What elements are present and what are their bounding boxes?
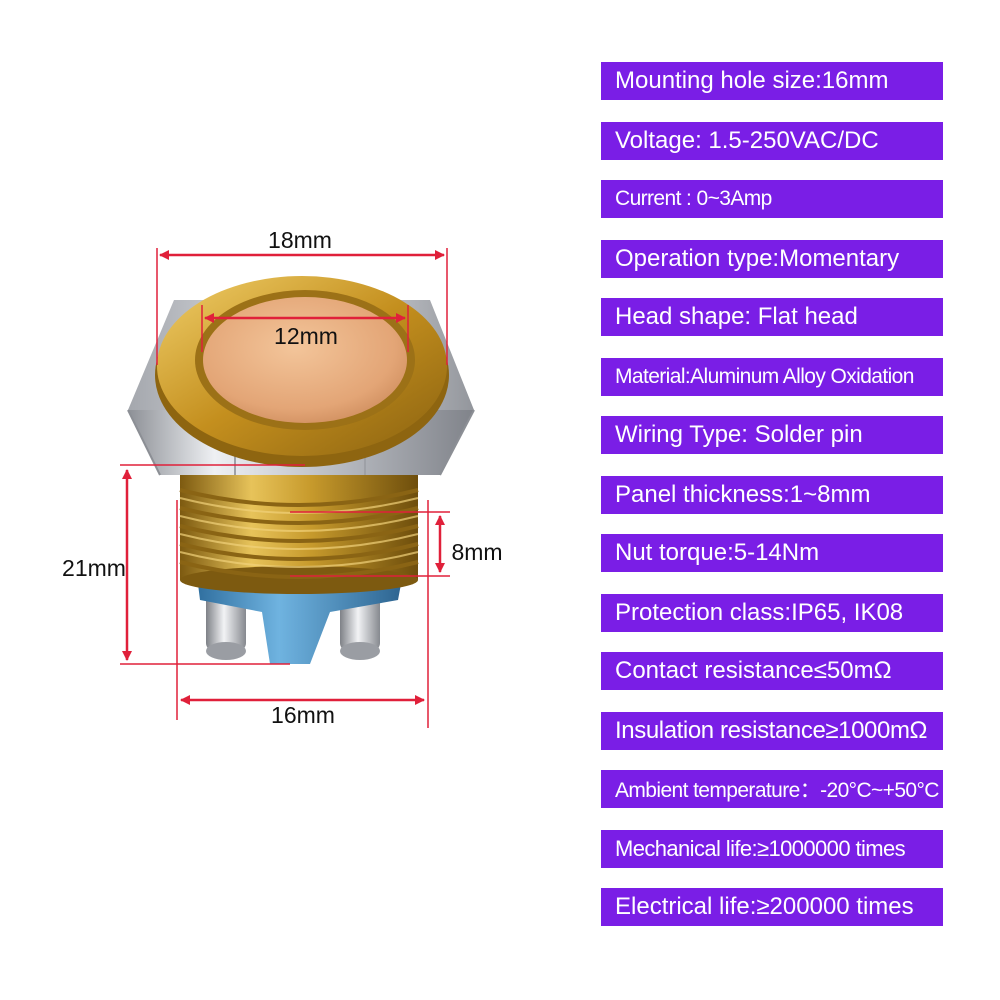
push-button-diagram: 18mm 12mm 21mm 8mm 16mm <box>62 227 503 728</box>
spec-protection-class: Protection class:IP65, IK08 <box>601 594 943 632</box>
spec-nut-torque: Nut torque:5-14Nm <box>601 534 943 572</box>
threaded-body <box>179 470 419 594</box>
thread-length-label: 8mm <box>451 539 502 565</box>
button-head <box>155 276 449 467</box>
dimension-thread-length: 8mm <box>290 511 503 577</box>
flat-button-face <box>203 297 407 423</box>
spec-operation-type: Operation type:Momentary <box>601 240 943 278</box>
spec-mechanical-life: Mechanical life:≥1000000 times <box>601 830 943 868</box>
spec-electrical-life: Electrical life:≥200000 times <box>601 888 943 926</box>
button-diameter-label: 12mm <box>274 323 338 349</box>
spec-voltage: Voltage: 1.5-250VAC/DC <box>601 122 943 160</box>
thread-diameter-label: 16mm <box>271 702 335 728</box>
spec-insulation-resistance: Insulation resistance≥1000mΩ <box>601 712 943 750</box>
spec-material: Material:Aluminum Alloy Oxidation <box>601 358 943 396</box>
dimension-button-diameter: 12mm <box>201 305 409 352</box>
spec-mounting-hole: Mounting hole size:16mm <box>601 62 943 100</box>
dimension-overall-width: 18mm <box>156 227 448 365</box>
spec-current: Current : 0~3Amp <box>601 180 943 218</box>
spec-wiring-type: Wiring Type: Solder pin <box>601 416 943 454</box>
spec-ambient-temperature: Ambient temperature：-20°C~+50°C <box>601 770 943 808</box>
spec-panel-thickness: Panel thickness:1~8mm <box>601 476 943 514</box>
dimension-height: 21mm <box>62 464 305 665</box>
spec-list: Mounting hole size:16mm Voltage: 1.5-250… <box>601 62 943 926</box>
spec-contact-resistance: Contact resistance≤50mΩ <box>601 652 943 690</box>
overall-width-label: 18mm <box>268 227 332 253</box>
spec-head-shape: Head shape: Flat head <box>601 298 943 336</box>
height-label: 21mm <box>62 555 126 581</box>
dimension-thread-diameter: 16mm <box>176 500 429 728</box>
